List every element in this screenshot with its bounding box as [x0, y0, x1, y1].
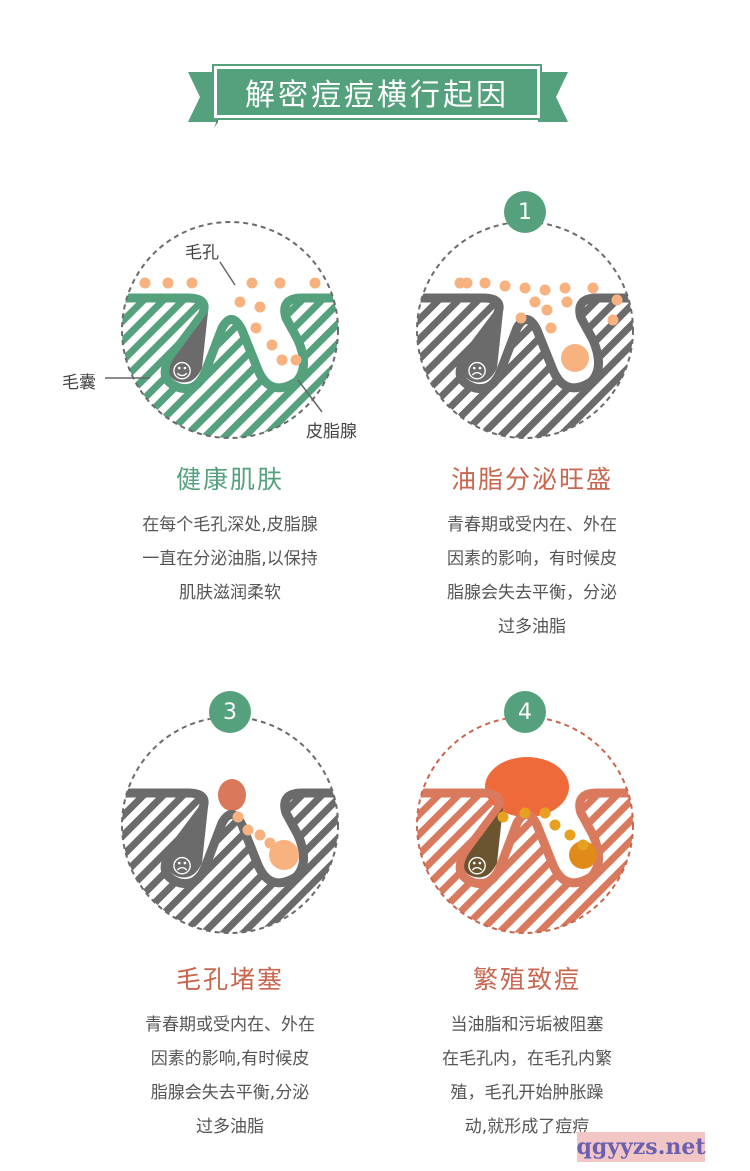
panel-title-healthy: 健康肌肤 — [175, 465, 284, 494]
oil-dot — [497, 811, 509, 823]
desc-line: 青春期或受内在、外在 — [447, 515, 617, 535]
oil-dot — [587, 282, 599, 294]
oil-dot — [545, 322, 557, 334]
oil-dot — [499, 280, 511, 292]
diagram-outline — [121, 221, 339, 439]
oil-dot — [611, 294, 623, 306]
oil-dot — [561, 296, 573, 308]
skin-layer — [417, 298, 633, 438]
oil-dot — [254, 301, 266, 313]
face-icon: ☹ — [172, 854, 193, 878]
oil-gland — [561, 344, 589, 372]
oil-dot — [519, 282, 531, 294]
page-title: 解密痘痘横行起因 — [212, 64, 542, 120]
panel-desc-acne: 当油脂和污垢被阻塞 在毛孔内，在毛孔内繁 殖，毛孔开始肿胀躁 动,就形成了痘痘 — [377, 1008, 677, 1144]
oil-dot — [264, 837, 276, 849]
ribbon-banner — [188, 72, 568, 128]
oil-gland — [569, 841, 597, 869]
oil-dot — [461, 277, 473, 289]
hair-bulb — [169, 312, 208, 383]
oil-dot — [232, 811, 244, 823]
hair-bulb — [464, 807, 503, 878]
step-badge-4: 4 — [504, 691, 546, 733]
panel-title-clog: 毛孔堵塞 — [175, 965, 284, 994]
oil-gland — [269, 840, 299, 870]
oil-dot — [254, 829, 266, 841]
oil-dot — [607, 314, 619, 326]
oil-dot — [250, 322, 262, 334]
oil-dot — [539, 807, 551, 819]
watermark: qgyyzs.net — [576, 1132, 706, 1162]
face-icon: ☺ — [172, 359, 193, 383]
desc-line: 青春期或受内在、外在 — [145, 1015, 315, 1035]
healthy-skin-diagram: ☺ — [121, 221, 339, 439]
oil-dot — [266, 339, 278, 351]
oil-secretion-diagram: ☹ — [416, 221, 634, 439]
desc-line: 肌肤滋润柔软 — [179, 583, 281, 603]
oil-dot — [564, 829, 576, 841]
oil-dot — [139, 277, 151, 289]
panel-desc-clog: 青春期或受内在、外在 因素的影响,有时候皮 脂腺会失去平衡,分泌 过多油脂 — [80, 1008, 380, 1144]
oil-dot — [162, 277, 174, 289]
skin-layer — [417, 793, 633, 933]
panel-title-acne: 繁殖致痘 — [472, 965, 581, 994]
blocked-pore — [485, 757, 569, 817]
oil-dot — [541, 304, 553, 316]
acne-breeding-diagram: ☹ — [416, 716, 634, 934]
hair-bulb — [169, 807, 208, 878]
desc-line: 因素的影响,有时候皮 — [150, 1049, 310, 1069]
oil-dot — [276, 354, 288, 366]
desc-line: 过多油脂 — [498, 617, 566, 637]
oil-dot — [479, 277, 491, 289]
oil-dot — [274, 277, 286, 289]
desc-line: 过多油脂 — [196, 1117, 264, 1137]
gland-pocket — [242, 315, 304, 388]
panel-title-oil: 油脂分泌旺盛 — [450, 465, 613, 494]
hair-bulb — [464, 312, 503, 383]
face-icon: ☹ — [467, 359, 488, 383]
oil-dot — [529, 296, 541, 308]
oil-dot — [290, 354, 302, 366]
oil-dot — [559, 282, 571, 294]
oil-dot — [515, 312, 527, 324]
desc-line: 在毛孔内，在毛孔内繁 — [442, 1049, 612, 1069]
panel-desc-oil: 青春期或受内在、外在 因素的影响，有时候皮 脂腺会失去平衡，分泌 过多油脂 — [382, 508, 682, 644]
face-icon: ☹ — [467, 854, 488, 878]
oil-dot — [309, 277, 321, 289]
oil-dot — [246, 277, 258, 289]
sebaceous-gland-label: 皮脂腺 — [306, 422, 357, 442]
desc-line: 因素的影响，有时候皮 — [447, 549, 617, 569]
step-badge-1: 1 — [504, 191, 546, 233]
skin-layer — [122, 298, 338, 438]
follicle-label: 毛囊 — [62, 373, 96, 393]
oil-dot — [234, 296, 246, 308]
skin-surface — [122, 788, 338, 889]
oil-dot — [186, 277, 198, 289]
blocked-pore — [218, 779, 246, 811]
desc-line: 在每个毛孔深处,皮脂腺 — [142, 515, 318, 535]
desc-line: 脂腺会失去平衡，分泌 — [447, 583, 617, 603]
desc-line: 动,就形成了痘痘 — [464, 1117, 590, 1137]
pore-label: 毛孔 — [185, 243, 219, 263]
oil-dot — [539, 284, 551, 296]
panel-desc-healthy: 在每个毛孔深处,皮脂腺 一直在分泌油脂,以保持 肌肤滋润柔软 — [80, 508, 380, 610]
skin-surface — [417, 293, 633, 394]
oil-dot — [519, 807, 531, 819]
oil-dot — [577, 839, 589, 851]
desc-line: 殖，毛孔开始肿胀躁 — [450, 1083, 604, 1103]
desc-line: 当油脂和污垢被阻塞 — [450, 1015, 604, 1035]
pore-clogging-diagram: ☹ — [121, 716, 339, 934]
skin-surface — [122, 293, 338, 394]
desc-line: 一直在分泌油脂,以保持 — [142, 549, 318, 569]
desc-line: 脂腺会失去平衡,分泌 — [150, 1083, 310, 1103]
oil-dot — [242, 824, 254, 836]
skin-layer — [122, 793, 338, 933]
step-badge-3: 3 — [209, 691, 251, 733]
oil-dot — [549, 819, 561, 831]
